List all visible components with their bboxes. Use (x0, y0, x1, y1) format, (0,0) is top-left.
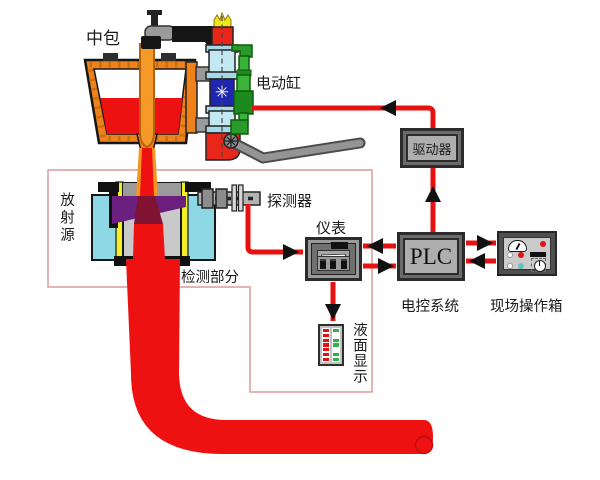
instrument-panel (311, 242, 356, 275)
line-driver-to-cylinder (252, 105, 436, 130)
detection-section-outline (47, 169, 373, 393)
instrument-button (320, 258, 327, 269)
stopper-rod (139, 43, 155, 149)
label-instrument: 仪表 (316, 219, 347, 237)
instrument-buttons (317, 256, 350, 271)
indicator-teal (518, 263, 524, 269)
gauge-icon (508, 240, 527, 252)
selector-knob (531, 258, 546, 272)
label-detection-section: 检测部分 (181, 270, 239, 286)
detector-bar (197, 184, 261, 212)
signal-arrowheads (283, 100, 493, 320)
indicator-red (540, 241, 546, 247)
driver-label: 驱动器 (412, 142, 452, 158)
plc-label: PLC (409, 243, 453, 269)
indicator-white (507, 252, 513, 258)
label-level-display: 液面显示 (351, 322, 367, 384)
stopper-rod-mechanism (139, 10, 232, 149)
instrument-button (330, 258, 337, 269)
stream-pipe-end (414, 435, 434, 455)
led-column-left (322, 328, 330, 362)
instrument-button (340, 258, 347, 269)
label-operation-box: 现场操作箱 (490, 299, 563, 315)
impeller-icon: ✳ (214, 83, 230, 103)
operation-panel (503, 237, 551, 272)
operation-box (497, 231, 557, 276)
switch-slot (530, 252, 546, 257)
instrument-tab (331, 242, 348, 249)
line-detector-to-instrument (245, 204, 303, 255)
led-column-right (332, 328, 340, 362)
level-display-box (318, 324, 344, 366)
molten-stream (126, 148, 434, 455)
electric-cylinder-assembly (185, 11, 366, 164)
electric-cylinder-green (230, 44, 254, 135)
indicator-red (518, 252, 524, 258)
driver-box: 驱动器 (400, 128, 464, 168)
label-radiation-source: 放射源 (58, 192, 74, 245)
instrument-box (305, 237, 362, 281)
label-tundish: 中包 (86, 29, 120, 49)
label-detector: 探测器 (267, 192, 313, 210)
indicator-white (507, 263, 513, 269)
detection-chamber (91, 181, 216, 266)
label-control-system: 电控系统 (401, 299, 459, 315)
label-electric-cylinder: 电动缸 (256, 74, 302, 92)
plc-box: PLC (397, 232, 465, 281)
